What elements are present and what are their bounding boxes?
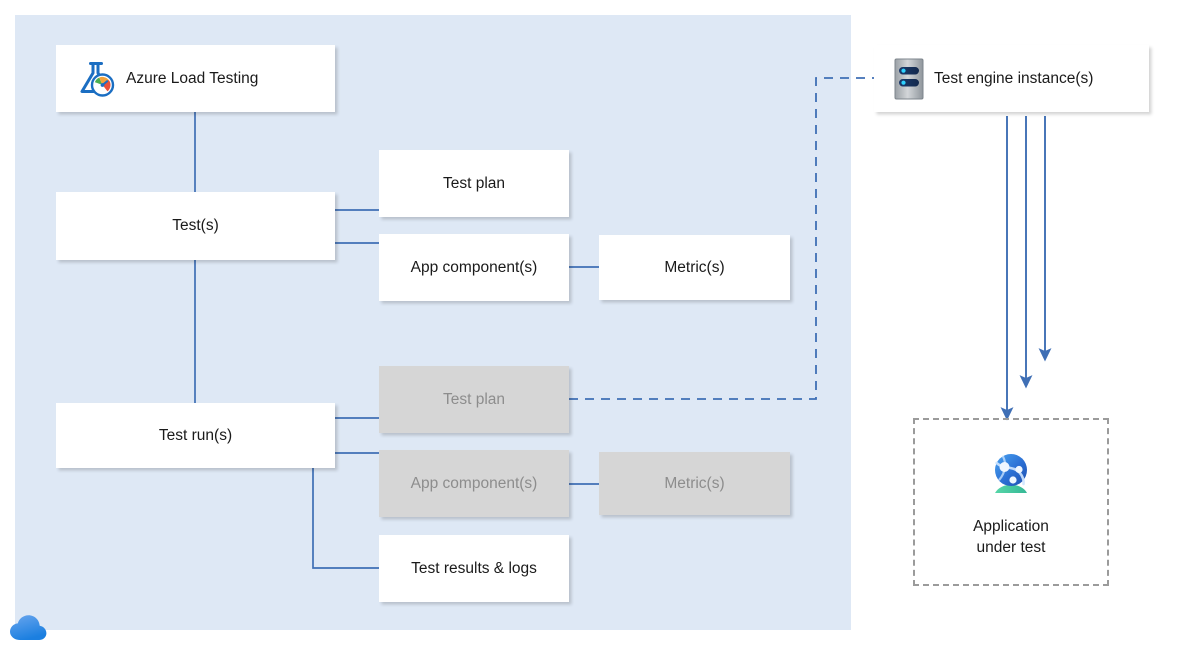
node-test-plan-snapshot: Test plan [379,366,569,433]
cloud-icon [8,612,50,644]
node-label: Metric(s) [664,474,725,492]
node-app-components[interactable]: App component(s) [379,234,569,301]
aut-label-line-1: Application [973,518,1049,536]
node-test-plan[interactable]: Test plan [379,150,569,217]
node-label: App component(s) [410,258,538,276]
customer-application-region [851,343,1199,630]
node-label: Test results & logs [411,559,537,577]
node-test-engine[interactable]: Test engine instance(s) [874,45,1149,112]
node-application-under-test[interactable]: Application under test [913,418,1109,586]
globe-network-icon [983,445,1039,501]
server-rack-icon [892,57,926,101]
node-label: Test run(s) [158,426,233,444]
node-label: Test engine instance(s) [934,69,1094,87]
node-label: App component(s) [410,474,538,492]
node-label: Azure Load Testing [126,69,259,87]
node-test-runs[interactable]: Test run(s) [56,403,335,468]
node-app-components-snapshot: App component(s) [379,450,569,517]
node-azure-load-testing[interactable]: Azure Load Testing [56,45,335,112]
node-tests[interactable]: Test(s) [56,192,335,260]
node-label: Test plan [442,390,506,408]
node-test-results-logs[interactable]: Test results & logs [379,535,569,602]
application-under-test-boundary [913,418,1109,586]
application-under-test-label: Application under test [973,517,1049,559]
node-label: Test plan [442,174,506,192]
node-label: Metric(s) [664,258,725,276]
flask-gauge-icon [72,56,118,102]
node-label: Test(s) [172,217,219,235]
aut-label-line-2: under test [976,539,1046,556]
node-metrics-snapshot: Metric(s) [599,452,790,515]
node-metrics[interactable]: Metric(s) [599,235,790,300]
